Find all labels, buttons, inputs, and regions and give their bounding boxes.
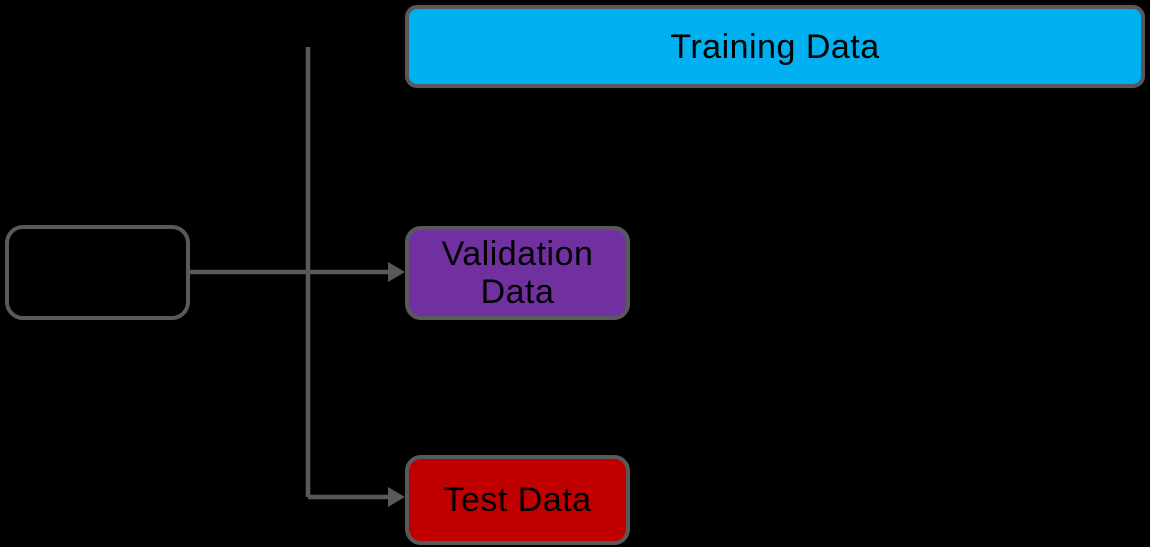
node-source	[5, 225, 190, 320]
node-validation-data: Validation Data	[405, 226, 630, 320]
node-training-data: Training Data	[405, 5, 1145, 88]
test-arrowhead-icon	[388, 487, 405, 507]
node-training-data-label: Training Data	[670, 27, 880, 66]
node-test-data-label: Test Data	[443, 481, 592, 519]
node-test-data: Test Data	[405, 455, 630, 545]
node-validation-data-label: Validation Data	[441, 235, 594, 311]
validation-arrowhead-icon	[388, 262, 405, 282]
